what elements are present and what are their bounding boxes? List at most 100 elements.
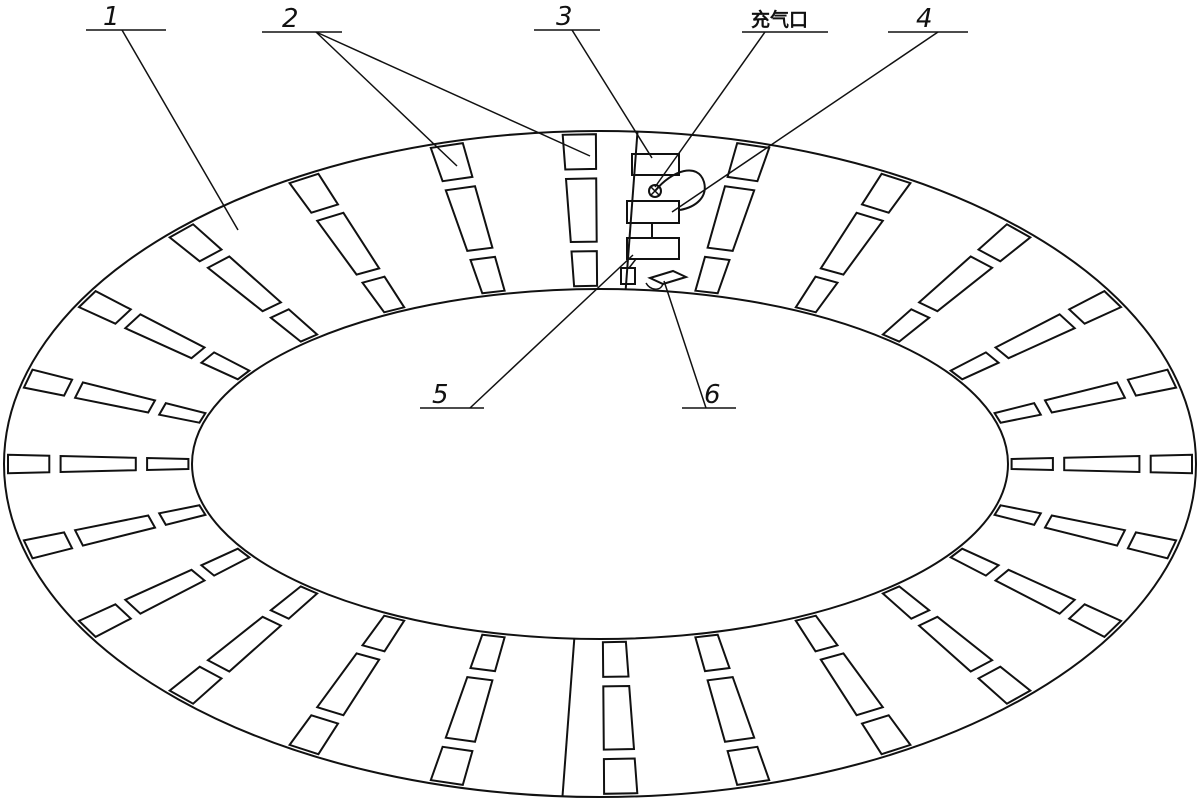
- segment-cell-59: [726, 141, 771, 183]
- segment-cell-43: [123, 313, 207, 360]
- segment-cell-14: [860, 714, 913, 756]
- segment-cell-20: [602, 757, 639, 795]
- leader-6: [663, 280, 707, 409]
- segment-cell-29: [167, 665, 224, 705]
- component-6-wire: [645, 282, 664, 290]
- leader-3: [571, 29, 653, 159]
- component-4-box: [626, 200, 680, 224]
- segment-cell-22: [444, 676, 494, 743]
- segment-cell-61: [819, 211, 885, 276]
- segment-cell-41: [22, 368, 74, 397]
- segment-cell-10: [917, 615, 994, 673]
- segment-cell-9: [881, 585, 932, 620]
- segment-cell-17: [726, 745, 771, 787]
- segment-cell-13: [819, 652, 885, 717]
- callout-5: 5: [432, 380, 449, 410]
- callout-3: 3: [556, 2, 573, 32]
- segment-cell-70: [1043, 381, 1127, 414]
- segment-cell-16: [706, 676, 756, 743]
- leader-1: [121, 29, 239, 231]
- bottom-strip-edge: [561, 638, 576, 797]
- ring-segments: [7, 131, 1193, 797]
- segment-cell-35: [22, 531, 74, 560]
- segment-cell-53: [429, 141, 474, 183]
- segment-cell-28: [206, 615, 283, 673]
- segment-cell-1: [1063, 454, 1141, 474]
- segment-cell-51: [469, 255, 506, 295]
- segment-cell-34: [73, 514, 157, 547]
- segment-cell-71: [1126, 368, 1178, 397]
- segment-cell-4: [1043, 514, 1127, 547]
- segment-cell-24: [360, 614, 406, 653]
- segment-cell-15: [694, 633, 731, 673]
- segment-cell-2: [1149, 453, 1193, 475]
- segment-cell-69: [993, 402, 1043, 424]
- leader-2a: [315, 31, 458, 167]
- segment-cell-52: [444, 185, 494, 252]
- outer-ring-edge: [3, 130, 1197, 798]
- segment-cell-18: [601, 640, 630, 678]
- segment-cell-57: [694, 255, 731, 295]
- segment-cell-55: [564, 177, 598, 244]
- component-5-box: [626, 237, 680, 260]
- segment-cell-30: [199, 547, 252, 577]
- callout-1: 1: [103, 2, 120, 32]
- inflation-hose: [654, 169, 706, 211]
- segment-cell-47: [167, 223, 224, 263]
- segment-cell-5: [1126, 531, 1178, 560]
- segment-cell-67: [993, 313, 1077, 360]
- segment-cell-45: [268, 308, 319, 343]
- segment-cell-8: [1067, 603, 1123, 639]
- segment-cell-27: [268, 585, 319, 620]
- segment-cell-0: [1010, 456, 1054, 472]
- segment-cell-6: [948, 547, 1001, 577]
- segment-cell-25: [315, 652, 381, 717]
- segment-cell-46: [206, 255, 283, 313]
- sensor-box: [620, 267, 636, 285]
- segment-cell-63: [881, 308, 932, 343]
- segment-cell-3: [993, 504, 1043, 526]
- segment-cell-49: [315, 211, 381, 276]
- segment-cell-62: [860, 172, 913, 214]
- segment-cell-12: [794, 614, 840, 653]
- leader-5: [469, 254, 634, 409]
- segment-cell-37: [59, 454, 137, 474]
- segment-cell-50: [287, 172, 340, 214]
- segment-cell-65: [976, 223, 1033, 263]
- segment-cell-7: [993, 568, 1077, 615]
- segment-cell-48: [360, 275, 406, 314]
- component-6-panel: [647, 269, 689, 286]
- callout-2: 2: [282, 4, 299, 34]
- segment-cell-60: [794, 275, 840, 314]
- inflation-port-valve: [648, 184, 662, 198]
- segment-cell-44: [77, 289, 133, 325]
- segment-cell-42: [199, 351, 252, 381]
- segment-cell-58: [706, 185, 756, 252]
- leader-2b: [315, 31, 591, 157]
- segment-cell-36: [146, 456, 190, 472]
- sensor-wire: [628, 258, 637, 269]
- segment-cell-66: [948, 351, 1001, 381]
- segment-cell-39: [157, 402, 207, 424]
- leader-4: [671, 31, 939, 213]
- segment-cell-26: [287, 714, 340, 756]
- control-module: [620, 153, 706, 290]
- leader-lines: [86, 29, 968, 409]
- segment-cell-21: [469, 633, 506, 673]
- module-strip-edge: [624, 131, 639, 290]
- segment-cell-33: [157, 504, 207, 526]
- diagram-linework: [3, 29, 1197, 798]
- segment-cell-64: [917, 255, 994, 313]
- segment-cell-40: [73, 381, 157, 414]
- segment-cell-23: [429, 745, 474, 787]
- leader-inflation-port: [654, 31, 766, 188]
- callout-4: 4: [916, 4, 933, 34]
- segment-cell-32: [77, 603, 133, 639]
- inner-ring-edge: [191, 288, 1009, 640]
- segment-cell-68: [1067, 289, 1123, 325]
- segment-cell-54: [570, 250, 599, 288]
- segment-cell-31: [123, 568, 207, 615]
- segment-cell-56: [561, 133, 598, 171]
- callout-inflation-port: 充气口: [751, 8, 808, 31]
